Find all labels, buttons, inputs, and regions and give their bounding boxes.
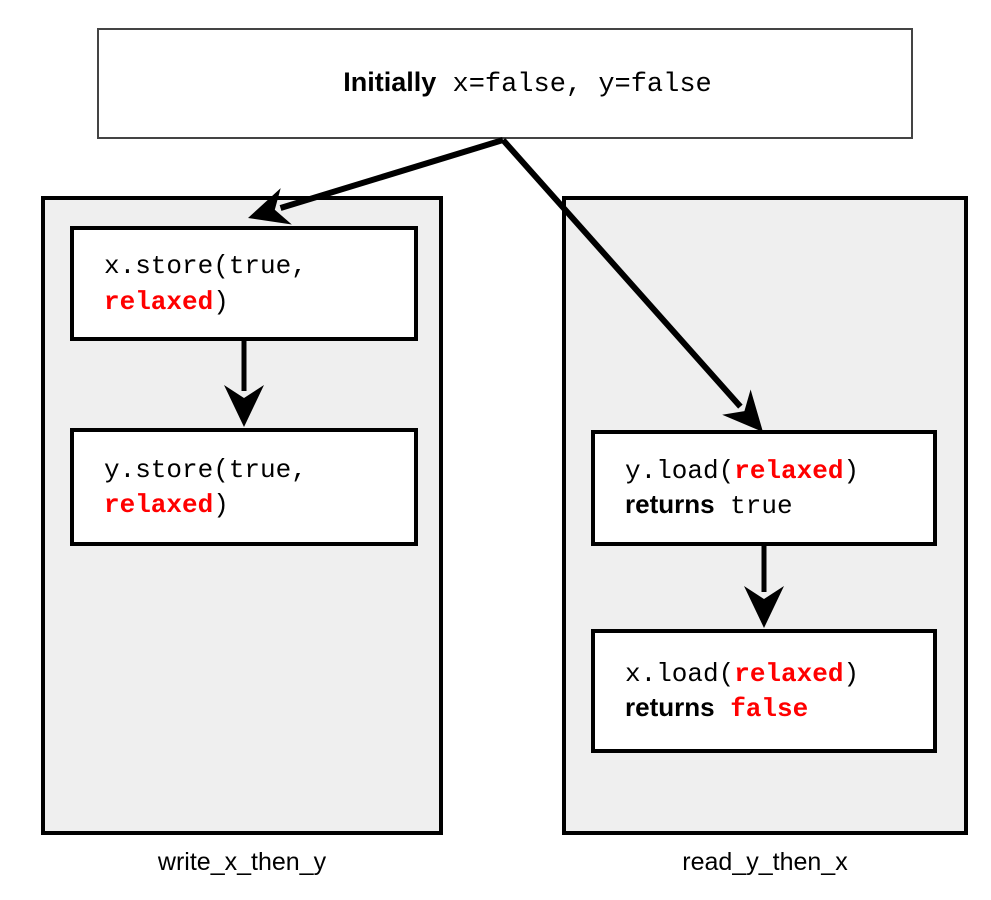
operation-line: x.store(true, [104, 248, 414, 283]
memory-order-keyword: relaxed [734, 658, 844, 689]
code-run: ) [843, 658, 860, 689]
operation-box-store-y: y.store(true,relaxed) [70, 428, 418, 546]
memory-order-keyword: relaxed [104, 286, 214, 317]
operation-box-load-y: y.load(relaxed)returns true [591, 430, 937, 546]
operation-line: returns true [625, 488, 933, 523]
operation-line: y.load(relaxed) [625, 453, 933, 488]
operation-line: x.load(relaxed) [625, 656, 933, 691]
operation-line: relaxed) [104, 487, 414, 522]
initial-condition-code: x=false, y=false [436, 69, 712, 100]
code-run: returns [625, 692, 715, 722]
operation-box-load-x: x.load(relaxed)returns false [591, 629, 937, 753]
operation-line: returns false [625, 691, 933, 726]
code-run: ) [213, 490, 229, 520]
code-run: x.load( [625, 658, 735, 689]
code-run: y.load( [625, 455, 735, 486]
code-run: true [714, 491, 793, 521]
memory-order-keyword: relaxed [104, 490, 214, 520]
code-run: x.store(true, [104, 251, 307, 282]
code-run: y.store(true, [104, 454, 307, 485]
initial-condition-text: Initially x=false, y=false [298, 33, 712, 133]
code-run: ) [213, 286, 229, 317]
code-run: returns [625, 489, 715, 519]
memory-order-keyword: false [730, 694, 809, 724]
operation-line: relaxed) [104, 284, 414, 319]
operation-line: y.store(true, [104, 452, 414, 487]
code-run: ) [843, 455, 860, 486]
code-run [715, 694, 731, 724]
memory-order-keyword: relaxed [734, 455, 844, 486]
initial-condition-box: Initially x=false, y=false [97, 28, 913, 139]
thread-label-write-x-then-y: write_x_then_y [157, 848, 327, 876]
operation-box-store-x: x.store(true,relaxed) [70, 226, 418, 341]
thread-label-read-y-then-x: read_y_then_x [682, 848, 848, 876]
initial-condition-prefix: Initially [343, 66, 437, 97]
